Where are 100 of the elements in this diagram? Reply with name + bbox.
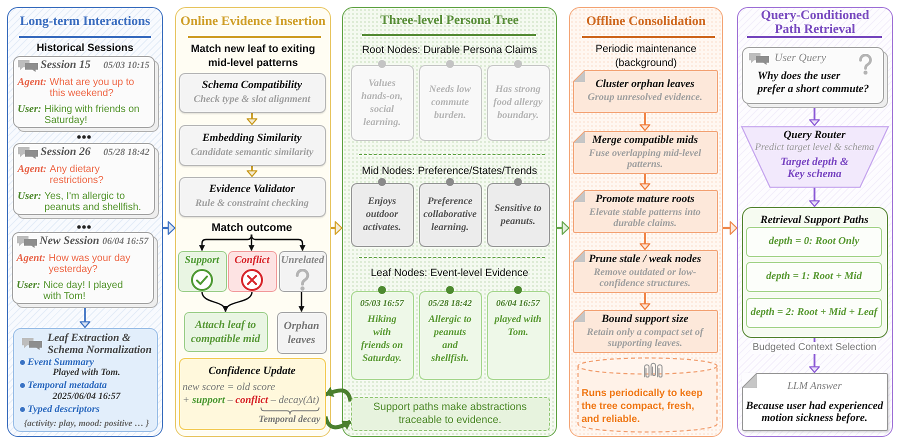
flow-arrow [640,292,650,310]
outcome-label: Support [184,254,220,266]
brace-label: Temporal decay [258,414,320,426]
answer-card [742,372,888,430]
flow-arrow [640,232,650,250]
outcome-heading: Match outcome [212,222,292,234]
flow-arrow [809,108,820,126]
field-value: {activity: play, mood: positive … } [24,418,149,429]
process-box [178,176,326,216]
chat-message: Any dietary restrictions? [50,164,105,186]
field-label: Temporal metadata [28,380,107,392]
edge-label: Budgeted Context Selection [750,342,878,354]
branch-arrow [250,234,306,252]
chat-message: What are you up to this weekend? [50,76,136,100]
card-title: Confidence Update [208,364,296,378]
speaker-label: Agent: [16,252,46,264]
timestamp: 05/03 16:57 [360,298,404,308]
persona-node-card [486,290,550,380]
outcome-label: Conflict [234,254,270,266]
panel-title: Three-level Persona Tree [380,13,519,27]
persona-node-card [350,290,414,380]
flow-arrow [809,188,820,207]
node-text: Values hands-on, social learning. [360,76,404,128]
flow-arrow [246,166,258,177]
outcome-box [278,250,326,292]
step-description: Elevate stable patterns into durable claims. [588,206,702,230]
path-text: depth = 0: Root Only [768,236,860,248]
step-title: Embedding Similarity [202,132,302,144]
maintenance-card [572,190,718,232]
answer-label: LLM Answer [787,380,842,392]
branch-arrow [248,234,254,252]
router-title: Query Router [783,128,846,140]
node-text: Enjoys outdoor activates. [362,195,402,234]
step-description: Remove outdated or low-confidence structures. [592,266,698,290]
step-description: Check type & slot alignment [194,94,310,106]
node-text: Preference collaborative learning. [422,195,478,234]
maintenance-card [572,310,718,352]
speaker-label: User: [16,280,40,291]
process-box [178,124,326,166]
step-description: Candidate semantic similarity [190,146,314,158]
field-value: Played with Tom. [52,368,120,379]
router-description: Predict target level & schema [754,142,874,154]
section-heading: Periodic maintenance (background) [594,42,698,70]
flow-arrow [557,221,570,235]
speaker-label: Agent: [18,76,47,88]
persona-node-card [486,182,550,246]
session-title: Session 15 [40,59,91,72]
panel-title: Long-term Interactions [20,14,150,28]
outcome-label: Unrelated [280,254,324,266]
flow-arrow [640,174,650,190]
chat-session-card [12,232,158,308]
section-heading: Root Nodes: Durable Persona Claims [362,43,538,57]
branch-arrow [201,291,228,312]
panel-title: Query-Conditioned Path Retrieval [760,8,870,36]
step-description: Retain only a compact set of supporting leaves. [586,326,705,350]
stage-panel [342,7,557,437]
outcome-box [228,250,276,292]
node-text: Allergic to peanuts and shellfish. [427,312,473,364]
query-card [742,46,888,108]
chat-message: Nice day! I played with Tom! [43,280,124,302]
timestamp: 06/04 16:57 [102,236,148,248]
curved-arrow [324,416,352,430]
section-heading: Leaf Nodes: Event-level Evidence [370,266,528,280]
timestamp: 05/03 10:15 [103,60,150,72]
maintenance-card [572,250,718,292]
step-title: Merge compatible mids [592,134,698,146]
chat-message: How was your day yesterday? [48,252,132,276]
timestamp: 05/28 18:42 [428,298,472,308]
result-text: Attach leaf to compatible mid [190,318,262,346]
answer-text: Because user had experienced motion sickness before. [744,400,884,424]
node-text: Sensitive to peanuts. [494,202,542,228]
field-value: 2025/06/04 16:57 [52,392,120,402]
path-box [746,298,882,328]
step-title: Schema Compatibility [202,79,302,92]
section-heading: Mid Nodes: Preference/States/Trends [362,164,538,178]
outcome-box [178,250,226,292]
query-label: User Query [774,52,826,65]
result-box [276,312,326,354]
persona-node-card [350,182,414,246]
curved-arrow [324,386,352,402]
field-label: Typed descriptors [28,404,100,415]
branch-arrow [224,291,253,312]
persona-node-card [350,64,414,140]
session-title: New Session [40,235,100,248]
flow-arrow [723,221,738,235]
step-title: Promote mature roots [595,192,694,206]
stage-panel [7,7,163,437]
session-title: Session 26 [40,146,91,159]
path-box [746,262,882,292]
stage-panel [737,7,893,437]
retrieval-panel [742,206,888,338]
chat-session-card [12,142,158,218]
step-title: Evidence Validator [209,183,295,196]
persona-node-card [418,182,482,246]
card-title: Retrieval Support Paths [760,214,869,226]
flow-arrow [80,308,90,328]
maintenance-card [572,70,718,112]
panel-title: Offline Consolidation [586,14,706,28]
flow-arrow [246,112,258,125]
field-label: Event Summary [28,356,94,368]
